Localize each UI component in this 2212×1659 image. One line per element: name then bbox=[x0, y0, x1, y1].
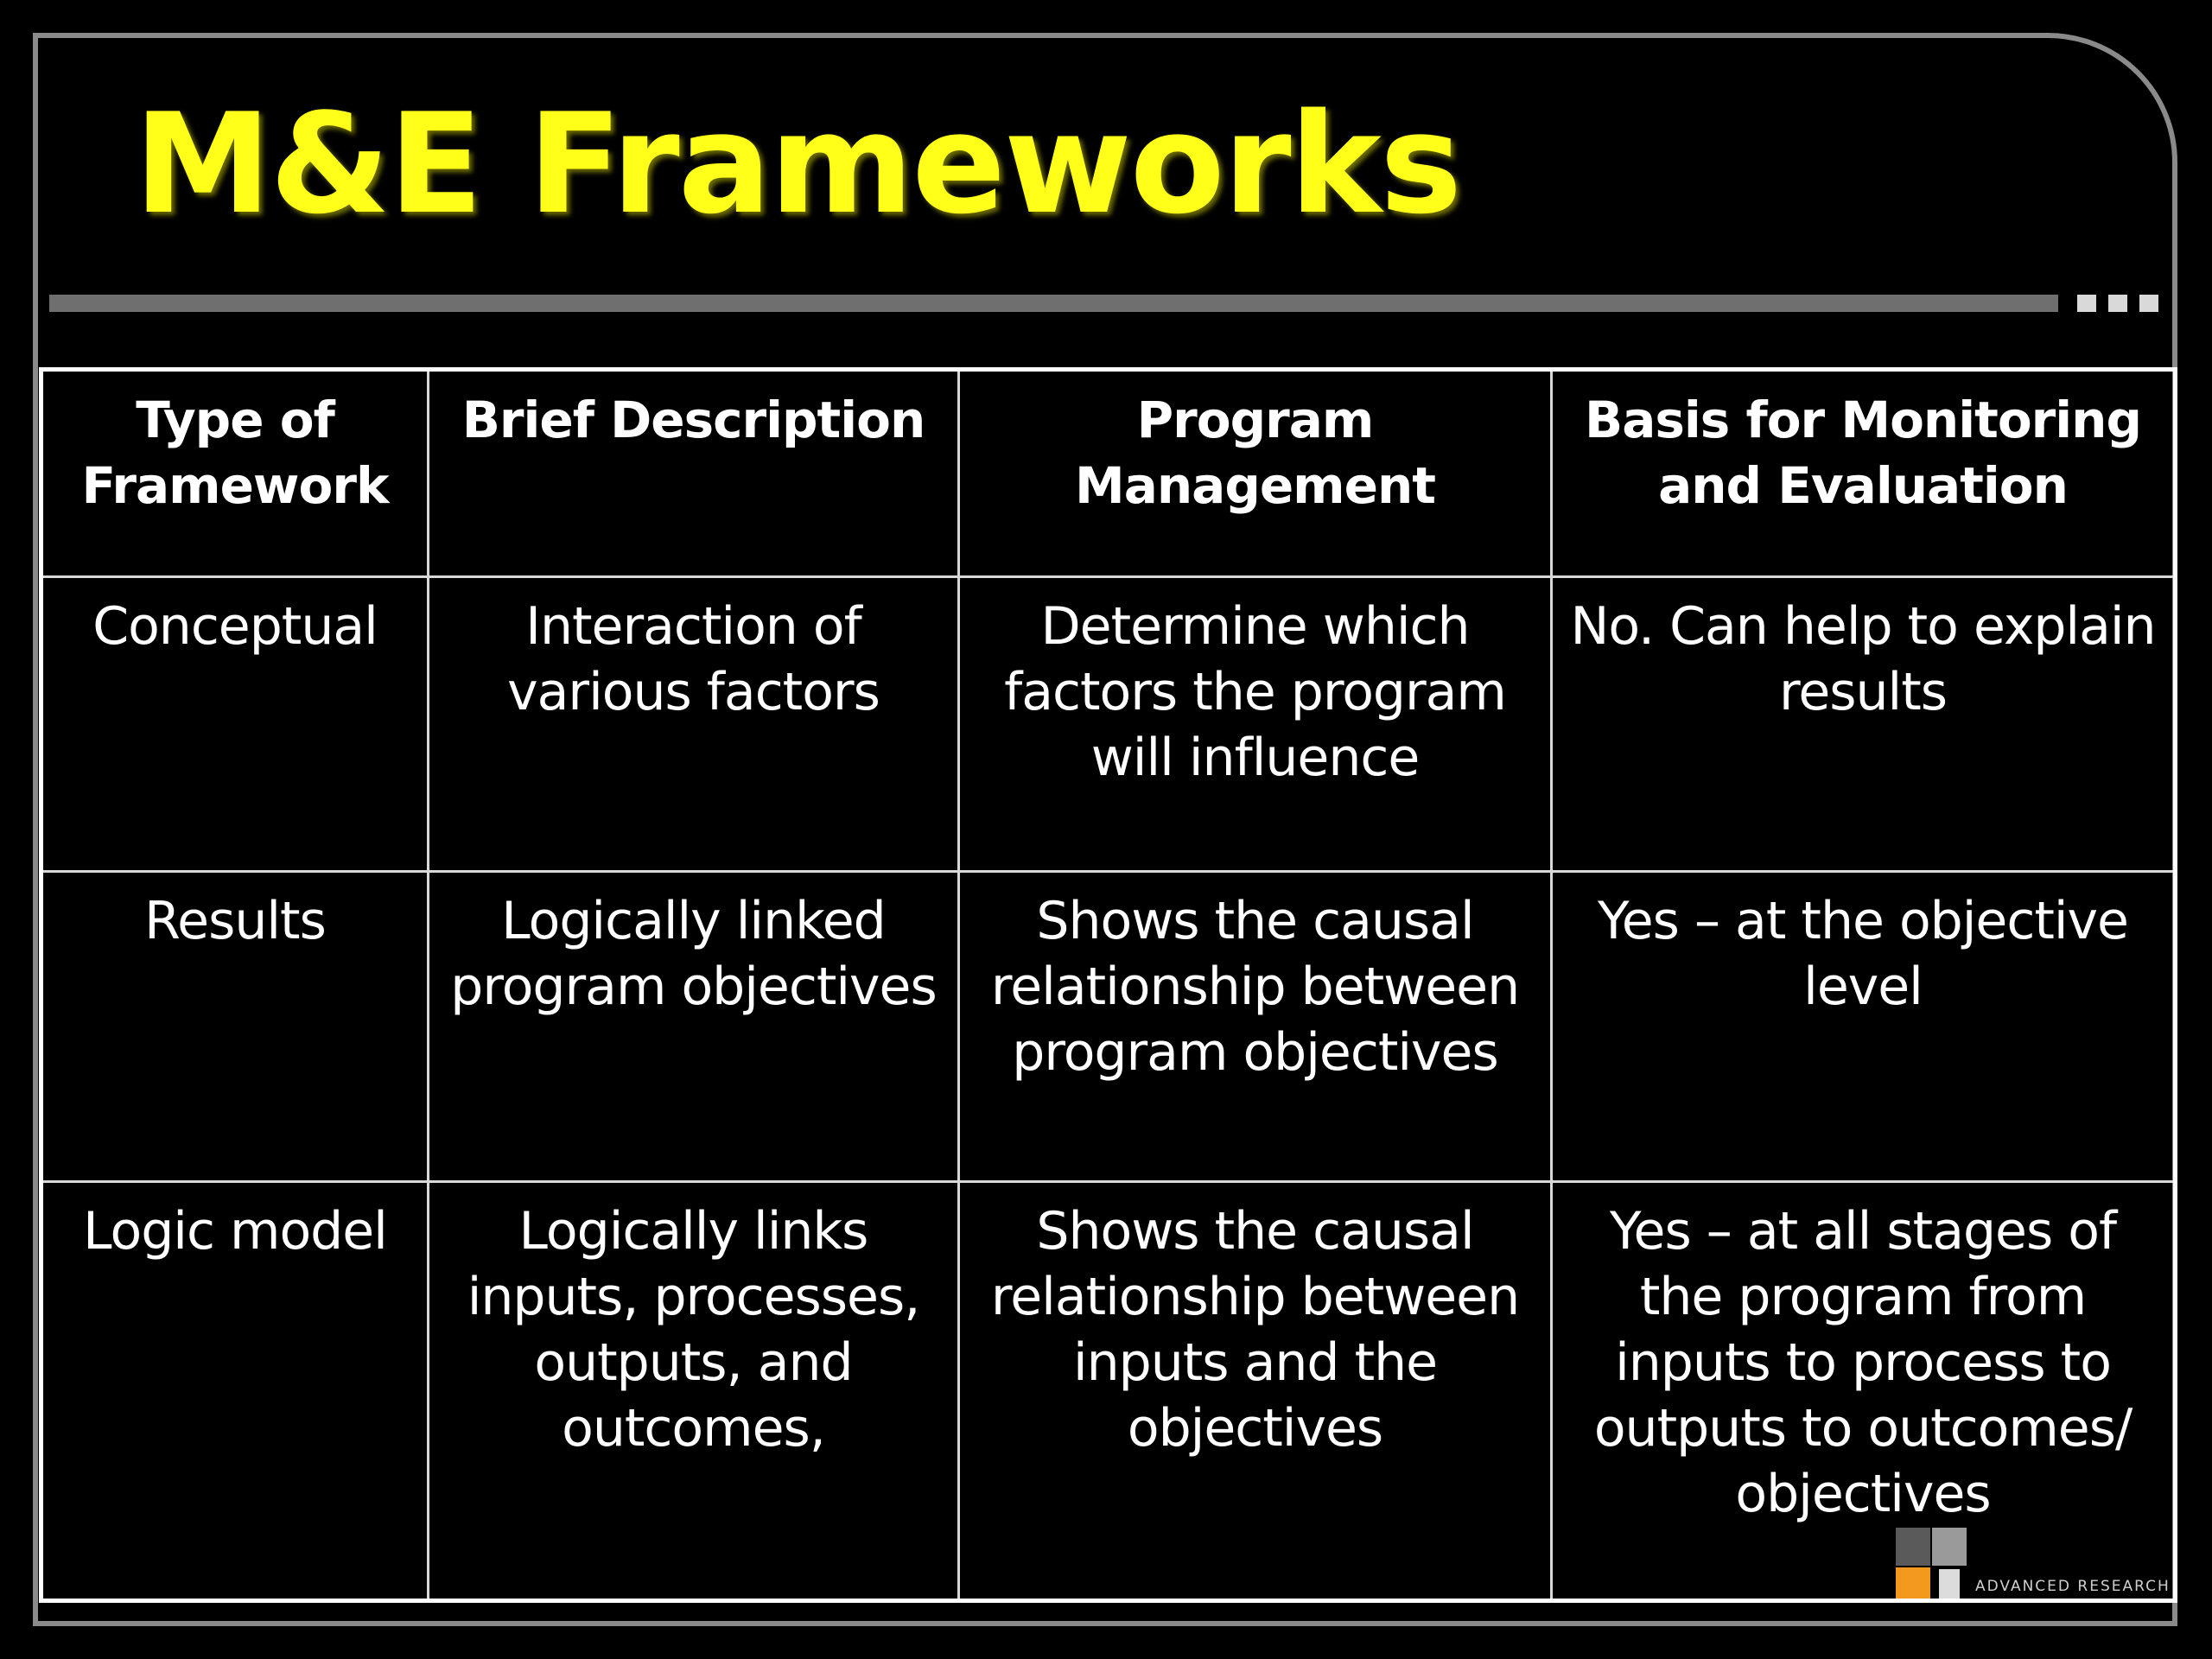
frameworks-table: Type of Framework Brief Description Prog… bbox=[39, 367, 2177, 1603]
header-type-of-framework: Type of Framework bbox=[40, 368, 429, 578]
rule-dot bbox=[2139, 295, 2158, 312]
table-row: Conceptual Interaction of various factor… bbox=[40, 575, 2177, 874]
slide-title: M&E Frameworks bbox=[134, 83, 1462, 245]
header-brief-description: Brief Description bbox=[427, 368, 960, 578]
rule-dot bbox=[2108, 295, 2127, 312]
header-program-management: Program Management bbox=[957, 368, 1553, 578]
cell-type: Logic model bbox=[40, 1179, 429, 1603]
cell-management: Shows the causal relationship between in… bbox=[957, 1179, 1553, 1603]
cell-basis: Yes – at the objective level bbox=[1550, 870, 2177, 1183]
table-row: Logic model Logically links inputs, proc… bbox=[40, 1179, 2177, 1603]
cell-management: Shows the causal relationship between pr… bbox=[957, 870, 1553, 1183]
title-rule-dots bbox=[2077, 295, 2158, 312]
rule-dot bbox=[2077, 295, 2096, 312]
cell-description: Logically linked program objectives bbox=[427, 870, 960, 1183]
cell-basis: No. Can help to explain results bbox=[1550, 575, 2177, 874]
logo-text: ADVANCED RESEARCH bbox=[1975, 1578, 2171, 1595]
arct-logo: ADVANCED RESEARCH bbox=[1896, 1528, 2171, 1599]
cell-description: Logically links inputs, processes, outpu… bbox=[427, 1179, 960, 1603]
cell-basis: Yes – at all stages of the program from … bbox=[1550, 1179, 2177, 1603]
cell-management: Determine which factors the program will… bbox=[957, 575, 1553, 874]
table-header-row: Type of Framework Brief Description Prog… bbox=[40, 368, 2177, 578]
header-basis-for-me: Basis for Monitoring and Evaluation bbox=[1550, 368, 2177, 578]
cell-type: Conceptual bbox=[40, 575, 429, 874]
cell-description: Interaction of various factors bbox=[427, 575, 960, 874]
logo-mark-icon bbox=[1896, 1528, 1970, 1599]
cell-type: Results bbox=[40, 870, 429, 1183]
table-row: Results Logically linked program objecti… bbox=[40, 870, 2177, 1183]
title-rule bbox=[49, 295, 2058, 312]
